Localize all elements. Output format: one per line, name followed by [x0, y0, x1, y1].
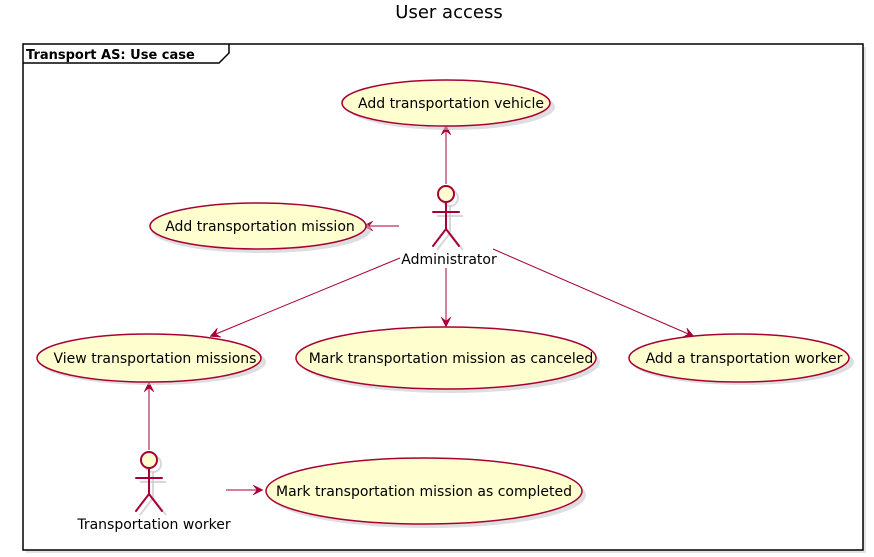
actor-label: Transportation worker: [76, 517, 231, 533]
usecase-add-worker: Add a transportation worker: [628, 333, 854, 385]
usecase-label: Add transportation mission: [165, 219, 355, 235]
usecase-view-missions: View transportation missions: [36, 333, 266, 385]
usecase-label: Add a transportation worker: [646, 351, 843, 367]
usecase-ellipse: [149, 202, 367, 250]
links: [149, 126, 693, 490]
system-frame: [22, 43, 864, 551]
diagram-title: User access: [395, 2, 502, 23]
usecase-ellipse: [295, 326, 597, 390]
actor-transportation-worker: Transportation worker: [76, 451, 231, 533]
actor-administrator: Administrator: [401, 185, 497, 268]
actor-right-leg: [148, 493, 163, 512]
frame-label: Transport AS: Use case: [26, 48, 195, 63]
actor-left-leg: [432, 228, 447, 247]
usecase-add-vehicle: Add transportation vehicle: [341, 79, 555, 130]
usecase-ellipse: [341, 79, 551, 127]
actor-right-leg: [445, 228, 460, 247]
frame-label-tab: [23, 44, 230, 64]
usecase-ellipse: [628, 333, 850, 383]
actor-head: [140, 451, 158, 469]
actor-left-leg: [135, 493, 150, 512]
usecase-label: Mark transportation mission as completed: [276, 484, 572, 500]
usecase-label: View transportation missions: [54, 351, 257, 367]
usecase-add-mission: Add transportation mission: [149, 202, 371, 253]
usecase-ellipse: [265, 457, 583, 525]
actor-label: Administrator: [401, 252, 497, 268]
link-administrator-view-missions: [211, 257, 401, 336]
usecase-mark-canceled: Mark transportation mission as canceled: [295, 326, 600, 393]
actor-head: [437, 185, 455, 203]
link-administrator-add-worker: [492, 248, 693, 336]
usecase-label: Add transportation vehicle: [358, 96, 544, 112]
usecase-ellipse: [36, 333, 262, 383]
usecase-label: Mark transportation mission as canceled: [309, 351, 594, 367]
usecase-mark-completed: Mark transportation mission as completed: [265, 457, 586, 528]
